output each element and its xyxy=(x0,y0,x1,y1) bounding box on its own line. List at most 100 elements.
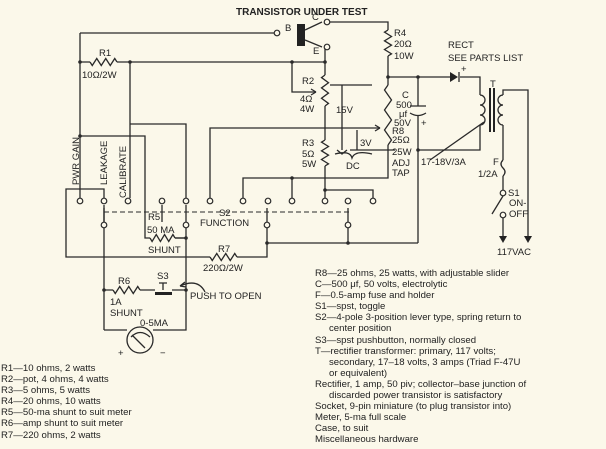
parts-item: S3—spst pushbutton, normally closed xyxy=(315,334,477,346)
label-function: FUNCTION xyxy=(200,218,249,229)
label-adj: ADJ xyxy=(392,158,410,169)
parts-item: secondary, 17–18 volts, 3 amps (Triad F-… xyxy=(329,356,521,368)
label-r3: R3 xyxy=(302,138,314,149)
r6-resistor xyxy=(112,285,141,295)
junction-dot xyxy=(290,176,294,180)
parts-item: R8—25 ohms, 25 watts, with adjustable sl… xyxy=(315,268,510,279)
r4-resistor xyxy=(383,29,393,57)
label-pwr-gain: PWR GAIN xyxy=(71,137,82,185)
label-rect: RECT xyxy=(448,40,474,51)
label-117vac: 117VAC xyxy=(497,247,531,258)
r8-resistor xyxy=(383,84,393,146)
junction-dot xyxy=(386,75,390,79)
label-s1-off: OFF xyxy=(509,209,528,220)
label-push-to-open: PUSH TO OPEN xyxy=(190,291,262,302)
switch-terminal xyxy=(182,221,190,229)
r2-wiper-arrow xyxy=(310,88,317,96)
parts-item: R1—10 ohms, 2 watts xyxy=(1,363,96,374)
label-c-unit: μf xyxy=(399,109,407,120)
junction-dot xyxy=(323,60,327,64)
label-f-value: 1/2A xyxy=(478,169,498,180)
junction-dot xyxy=(128,60,132,64)
switch-terminal xyxy=(321,197,329,205)
fuse xyxy=(500,159,506,177)
ac-arrow-left xyxy=(499,236,507,243)
label-b: B xyxy=(285,23,291,34)
junction-dot xyxy=(102,288,106,292)
label-s3: S3 xyxy=(157,271,169,282)
switch-terminal xyxy=(288,197,296,205)
voltage-indicators xyxy=(334,85,395,161)
label-r5: R5 xyxy=(148,212,160,223)
parts-item: R2—pot, 4 ohms, 4 watts xyxy=(1,374,109,386)
label-r1-value: 10Ω/2W xyxy=(82,70,117,81)
label-rect-plus: + xyxy=(461,64,467,75)
label-r2-ohm: 4Ω xyxy=(300,94,312,105)
r5-resistor xyxy=(149,233,176,243)
push-arrow xyxy=(179,281,206,293)
label-r4-w: 10W xyxy=(394,51,414,62)
switch-terminal xyxy=(323,43,331,51)
label-s1: S1 xyxy=(508,188,520,199)
switch-terminal xyxy=(158,197,166,205)
transformer xyxy=(429,88,504,161)
rectifier-diode xyxy=(450,72,458,82)
r2-resistor xyxy=(320,74,330,107)
transistor-leads xyxy=(304,21,323,48)
label-r2: R2 xyxy=(302,76,314,87)
parts-item: S1—spst, toggle xyxy=(315,301,386,313)
switch-terminal xyxy=(499,211,507,219)
meter xyxy=(126,326,154,354)
switch-terminal xyxy=(499,189,507,197)
resistors xyxy=(89,29,393,295)
parts-item: T—rectifier transformer: primary, 117 vo… xyxy=(315,345,496,357)
label-meter-minus: − xyxy=(160,348,166,359)
parts-item: R3—5 ohms, 5 watts xyxy=(1,385,91,397)
label-calibrate: CALIBRATE xyxy=(118,146,129,198)
s3-pushbutton[interactable] xyxy=(155,282,172,295)
switch-terminal xyxy=(239,197,247,205)
junction-dot xyxy=(184,288,188,292)
label-c-volts: 50V xyxy=(394,118,412,129)
label-r3-ohm: 5Ω xyxy=(302,149,314,160)
junction-dot xyxy=(323,188,327,192)
junction-dot xyxy=(416,75,420,79)
transistor-symbol xyxy=(297,24,305,46)
label-r4: R4 xyxy=(394,28,406,39)
diagram-title: TRANSISTOR UNDER TEST xyxy=(236,7,368,18)
parts-item: or equivalent) xyxy=(329,367,388,379)
label-r4-ohm: 20Ω xyxy=(394,39,412,50)
label-see-parts-list: SEE PARTS LIST xyxy=(448,53,523,64)
label-leakage: LEAKAGE xyxy=(99,141,110,185)
parts-item: R4—20 ohms, 10 watts xyxy=(1,396,101,408)
junction-dot xyxy=(184,236,188,240)
switch-terminal xyxy=(124,197,132,205)
label-c-plus: + xyxy=(421,118,427,129)
label-r1: R1 xyxy=(99,48,111,59)
parts-item: discarded power transistor is satisfacto… xyxy=(329,390,503,402)
junction-dot xyxy=(78,134,82,138)
parts-item: Rectifier, 1 amp, 50 piv; collector–base… xyxy=(315,378,527,390)
r1-resistor xyxy=(89,57,118,67)
label-e: E xyxy=(313,46,319,57)
label-r7: R7 xyxy=(218,244,230,255)
label-c: C xyxy=(312,12,319,23)
label-s2: S2 xyxy=(219,208,231,219)
junction-dot xyxy=(290,60,294,64)
label-s1-on: ON- xyxy=(509,198,526,209)
label-t: T xyxy=(490,79,496,90)
parts-item: center position xyxy=(329,323,392,335)
switch-terminal xyxy=(182,197,190,205)
switch-terminal xyxy=(369,197,377,205)
parts-item: F—0.5-amp fuse and holder xyxy=(315,290,435,302)
parts-item: S2—4-pole 3-position lever type, spring … xyxy=(315,312,522,324)
label-meter: 0-5MA xyxy=(140,318,169,329)
parts-item: R7—220 ohms, 2 watts xyxy=(1,429,101,441)
junction-dot xyxy=(265,241,269,245)
parts-item: R5—50-ma shunt to suit meter xyxy=(1,407,132,419)
label-3v: 3V xyxy=(360,138,372,149)
parts-item: Socket, 9-pin miniature (to plug transis… xyxy=(315,401,512,413)
label-f: F xyxy=(493,157,499,168)
parts-item: Case, to suit xyxy=(315,423,369,435)
